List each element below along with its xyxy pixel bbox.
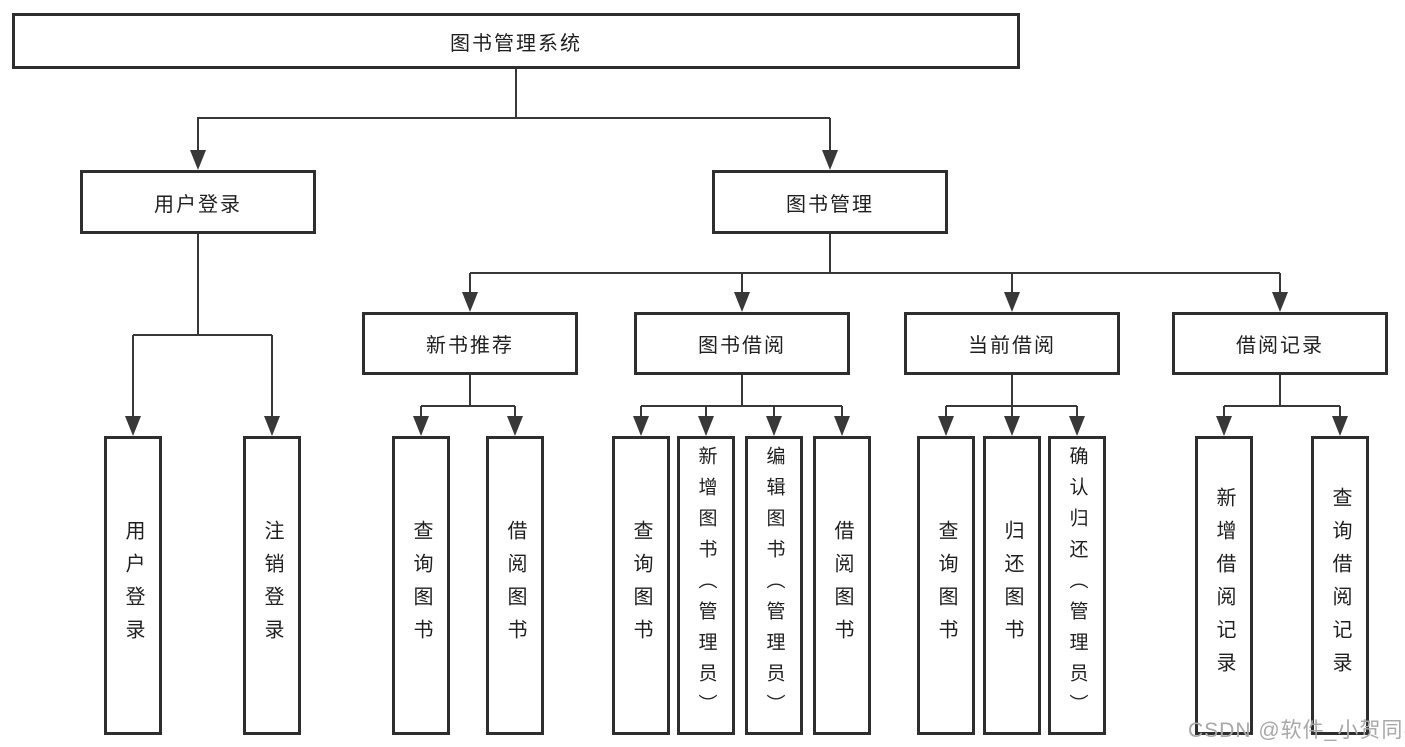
leaf-query-borrow-record: 查询借阅记录: [1311, 436, 1369, 735]
node-label: 新书推荐: [426, 335, 514, 357]
arrow-down-icon: [1272, 292, 1288, 312]
node-label: 图书借阅: [698, 335, 786, 357]
connector-leaf: [841, 406, 843, 416]
connector-leaf: [640, 406, 642, 416]
connector-level3-rail: [470, 272, 1280, 274]
leaf-label: 新增图书（管理员）: [695, 446, 717, 725]
node-label: 借阅记录: [1236, 335, 1324, 357]
connector-new-books-stub: [469, 375, 471, 406]
arrow-down-icon: [413, 416, 429, 436]
leaf-label: 用户登录: [122, 519, 144, 652]
arrow-down-icon: [633, 416, 649, 436]
connector-leaf: [705, 406, 707, 416]
leaf-query-books-borrow: 查询图书: [612, 436, 670, 735]
arrow-down-icon: [1216, 416, 1232, 436]
leaf-label: 查询图书: [935, 519, 957, 652]
node-library-management-system: 图书管理系统: [12, 13, 1020, 69]
leaf-add-books-admin: 新增图书（管理员）: [677, 436, 735, 735]
arrow-down-icon: [264, 416, 280, 436]
connector-book-borrow-rail: [641, 405, 842, 407]
connector-leaf: [1223, 406, 1225, 416]
connector-current-borrow-stub: [1011, 375, 1013, 406]
connector-leaf: [1011, 406, 1013, 416]
leaf-label: 编辑图书（管理员）: [763, 446, 785, 725]
leaf-edit-books-admin: 编辑图书（管理员）: [745, 436, 803, 735]
node-user-login: 用户登录: [80, 170, 316, 234]
node-book-management: 图书管理: [712, 170, 948, 234]
arrow-down-icon: [766, 416, 782, 436]
arrow-down-icon: [1332, 416, 1348, 436]
node-book-borrowing: 图书借阅: [634, 312, 850, 375]
leaf-query-books-newbooks: 查询图书: [392, 436, 450, 735]
arrow-down-icon: [834, 416, 850, 436]
node-current-borrowing: 当前借阅: [904, 312, 1120, 375]
connector-new-books-rail: [421, 405, 515, 407]
leaf-logout: 注销登录: [243, 436, 301, 735]
connector-root-stub: [515, 69, 517, 118]
leaf-borrow-books-newbooks: 借阅图书: [486, 436, 544, 735]
arrow-down-icon: [698, 416, 714, 436]
arrow-down-icon: [734, 292, 750, 312]
connector-to-login: [132, 335, 134, 416]
arrow-down-icon: [1004, 416, 1020, 436]
leaf-user-login: 用户登录: [104, 436, 162, 735]
leaf-label: 查询图书: [410, 519, 432, 652]
csdn-watermark: CSDN @软件_小贺同学: [1188, 719, 1405, 742]
connector-to-book-management: [829, 118, 831, 150]
leaf-label: 查询图书: [630, 519, 652, 652]
arrow-down-icon: [125, 416, 141, 436]
connector-to-new-books: [469, 273, 471, 292]
connector-book-borrow-stub: [741, 375, 743, 406]
node-label: 当前借阅: [968, 335, 1056, 357]
node-borrowing-records: 借阅记录: [1172, 312, 1388, 375]
connector-leaf: [1076, 406, 1078, 416]
arrow-down-icon: [1069, 416, 1085, 436]
leaf-return-books: 归还图书: [983, 436, 1041, 735]
connector-leaf: [945, 406, 947, 416]
arrow-down-icon: [822, 150, 838, 170]
connector-user-login-rail: [133, 334, 272, 336]
leaf-label: 借阅图书: [504, 519, 526, 652]
connector-user-login-stub: [197, 234, 199, 335]
leaf-label: 注销登录: [261, 519, 283, 652]
leaf-confirm-return-admin: 确认归还（管理员）: [1048, 436, 1106, 735]
connector-level2-rail: [197, 117, 830, 119]
leaf-label: 新增借阅记录: [1213, 486, 1235, 685]
connector-to-current-borrow: [1011, 273, 1013, 292]
leaf-label: 借阅图书: [831, 519, 853, 652]
leaf-query-books-current: 查询图书: [917, 436, 975, 735]
connector-borrow-records-stub: [1279, 375, 1281, 406]
arrow-down-icon: [1004, 292, 1020, 312]
connector-to-logout: [271, 335, 273, 416]
connector-leaf: [420, 406, 422, 416]
leaf-label: 归还图书: [1001, 519, 1023, 652]
arrow-down-icon: [507, 416, 523, 436]
leaf-add-borrow-record: 新增借阅记录: [1195, 436, 1253, 735]
node-label: 用户登录: [154, 193, 242, 216]
node-label: 图书管理系统: [450, 32, 582, 55]
connector-leaf: [773, 406, 775, 416]
arrow-down-icon: [190, 150, 206, 170]
connector-to-book-borrow: [741, 273, 743, 292]
connector-leaf: [1339, 406, 1341, 416]
leaf-label: 查询借阅记录: [1329, 486, 1351, 685]
connector-leaf: [514, 406, 516, 416]
connector-book-management-stub: [829, 234, 831, 273]
node-label: 图书管理: [786, 193, 874, 216]
arrow-down-icon: [938, 416, 954, 436]
leaf-borrow-books: 借阅图书: [813, 436, 871, 735]
connector-to-user-login: [197, 118, 199, 150]
connector-to-borrow-records: [1279, 273, 1281, 292]
connector-borrow-records-rail: [1224, 405, 1340, 407]
leaf-label: 确认归还（管理员）: [1066, 446, 1088, 725]
arrow-down-icon: [462, 292, 478, 312]
node-new-book-recommendation: 新书推荐: [362, 312, 578, 375]
